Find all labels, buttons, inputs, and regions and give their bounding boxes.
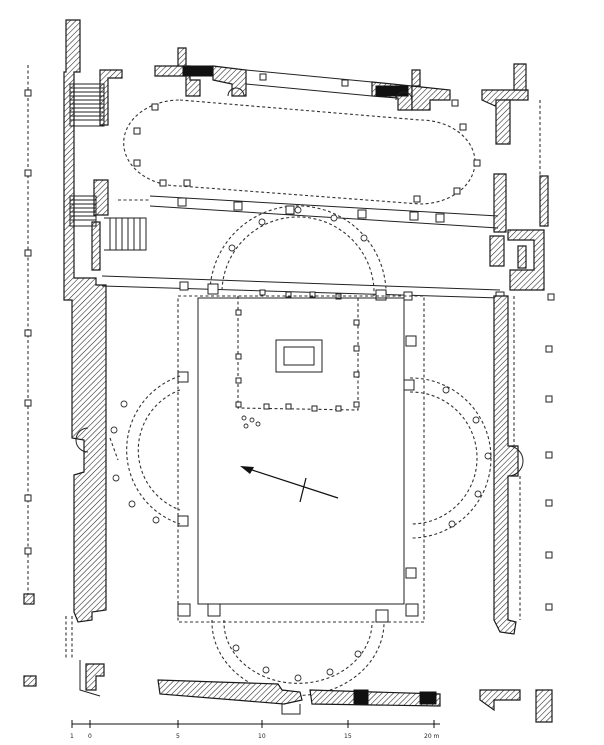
north-apse [207, 205, 387, 301]
crossing-walls [101, 195, 501, 299]
scale-label-10: 10 [258, 733, 266, 740]
north-arrow [240, 466, 339, 503]
scale-label-0: 0 [88, 733, 92, 740]
east-wall [493, 295, 524, 635]
scale-label-1: 1 [70, 733, 74, 740]
south-wall [65, 616, 553, 723]
northeast-wall [481, 63, 555, 301]
east-conch [403, 377, 492, 539]
right-outer-markers [545, 345, 553, 611]
south-apse [211, 619, 385, 696]
west-wall [63, 19, 123, 623]
left-outer-markers [23, 65, 37, 687]
scale-bar: 1 0 5 10 15 20 m [70, 720, 440, 740]
scale-label-20: 20 m [424, 733, 440, 740]
scale-label-15: 15 [344, 733, 352, 740]
stairs [69, 83, 147, 251]
upper-oval [123, 73, 481, 205]
north-wall [154, 47, 451, 111]
inner-enclosure [235, 296, 360, 429]
scale-label-5: 5 [176, 733, 180, 740]
upper-row-piers [177, 197, 505, 301]
west-conch [109, 375, 181, 525]
central-nave [177, 295, 425, 623]
